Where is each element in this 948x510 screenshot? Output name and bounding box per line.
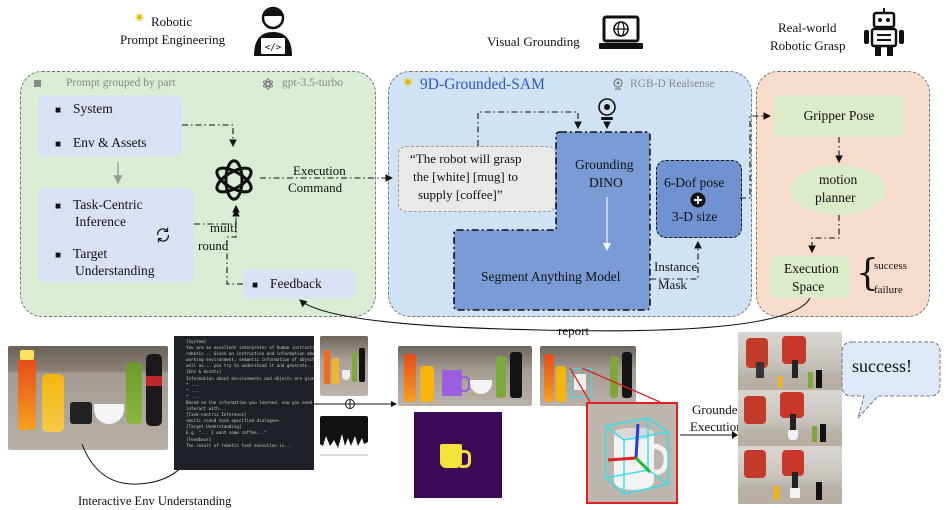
programmer-icon: </> [254,6,292,56]
item-feedback: Feedback [252,276,322,292]
multi-round-2: round [198,238,229,253]
bulb-icon: ✷ [134,10,145,25]
bbox-photo [540,346,636,406]
quote-line-2: the [white] [mug] to [413,169,519,184]
execution-space-2: Space [792,279,825,294]
code-line: [Env & Assets] [186,369,222,375]
code-line: The result of robotic task execution is.… [186,442,292,448]
item-target: Target [55,246,107,262]
pose-box [656,160,742,238]
execution-command-2: Command [288,180,343,195]
code-line: Based on the information you learned, no… [186,399,314,405]
execution-command-1: Execution [293,163,346,178]
svg-text:</>: </> [265,43,282,53]
sam-title: 9D-Grounded-SAM [420,76,545,93]
quote-line-1: “The robot will grasp [410,151,522,166]
fusion-arrows [314,399,397,409]
visual-grounding-title: Visual Grounding [487,34,580,49]
camera-label: RGB-D Realsense [630,78,715,90]
code-line: interact with... [186,406,227,412]
webcam-icon [598,98,616,120]
motion-planner-2: planner [815,190,856,205]
speech-bubble [841,341,941,419]
depth-thumbnail [320,416,368,470]
code-line: <multi round task specified dialogue> [186,418,280,424]
report-label: report [558,323,590,338]
success-bubble-text: success! [852,356,912,376]
openai-icon [215,159,253,201]
prompt-panel-header: Prompt grouped by part [66,77,176,89]
code-line: robotic... Given an instruction and info… [186,351,314,357]
grounded-arrow [680,431,738,439]
grasp-title-2: Robotic Grasp [770,38,846,53]
robot-icon [864,8,904,56]
camera-small-icon [613,78,623,90]
env-understanding-label: Interactive Env Understanding [78,494,232,508]
execution-space-box [770,256,850,298]
success-label: success [874,260,907,272]
connectors [113,111,843,332]
motion-planner-ellipse [790,165,886,215]
prompt-code-panel: [System]You are an excellent interpreter… [174,336,314,470]
grasp-title-1: Real-world [778,20,837,35]
star-icon: ✷ [402,76,414,91]
code-line: [Target Understanding] [186,424,242,430]
segment-anything: Segment Anything Model [481,269,621,284]
grounded-execution-2: Execution [690,419,743,434]
code-line: well as... you try to understand it and … [186,363,314,369]
item-inference: Inference [75,214,126,229]
code-line: E.g. "... I want some coffee..." [186,430,267,436]
item-system: System [55,101,113,117]
robot-photo-3 [738,446,842,504]
square-icon [34,80,41,87]
brace: { [856,253,879,294]
laptop-globe-icon [599,15,643,49]
model-name: gpt-3.5-turbo [282,77,344,89]
item-task-centric: Task-Centric [55,197,143,213]
code-line: [Feedback] [186,436,212,442]
rgb-thumbnail [320,336,368,396]
prompt-eng-title-1: Robotic [151,14,193,29]
prompt-eng-title-2: Prompt Engineering [120,32,226,47]
mug-highlight-photo [398,346,532,406]
item-env-assets: Env & Assets [55,135,147,151]
code-line: You are an excellent interpreter of huma… [186,345,314,351]
code-line: [System] [186,339,207,344]
zoom-lines [569,367,661,403]
quote-box [398,146,556,212]
openai-small-icon [263,78,273,90]
refresh-icon [156,227,170,243]
pose-line-1: 6-Dof pose [664,175,725,190]
code-line: working environment, semantic informatio… [186,357,314,363]
instance-mask-1: Instance [654,259,698,274]
code-line: * ... [186,381,199,387]
grounding-dino-1: Grounding [575,157,634,172]
pose-line-2: 3-D size [672,209,718,224]
failure-label: failure [874,284,903,296]
code-line: * ... [186,387,199,393]
instance-mask-2: Mask [658,277,687,292]
quote-line-3: supply [coffee]” [418,187,503,202]
plus-circle-icon [690,192,706,208]
instance-mask-image [414,412,502,498]
code-line: * ... [186,393,199,399]
grounded-execution-1: Grounded [692,402,744,417]
env-photo [8,346,168,450]
execution-space-1: Execution [784,261,839,276]
zoom-mug-image [586,402,678,504]
code-line: [Task-centric Inference] [186,412,247,418]
code-line: Information about environments and objec… [186,375,314,381]
gripper-pose-box: Gripper Pose [774,95,904,137]
sam-l-shape [453,131,651,311]
item-understanding: Understanding [75,263,155,278]
grounding-dino-2: DINO [589,175,623,190]
motion-planner-1: motion [819,172,858,187]
robot-photo-1 [738,332,842,392]
robot-photo-2 [738,390,842,448]
